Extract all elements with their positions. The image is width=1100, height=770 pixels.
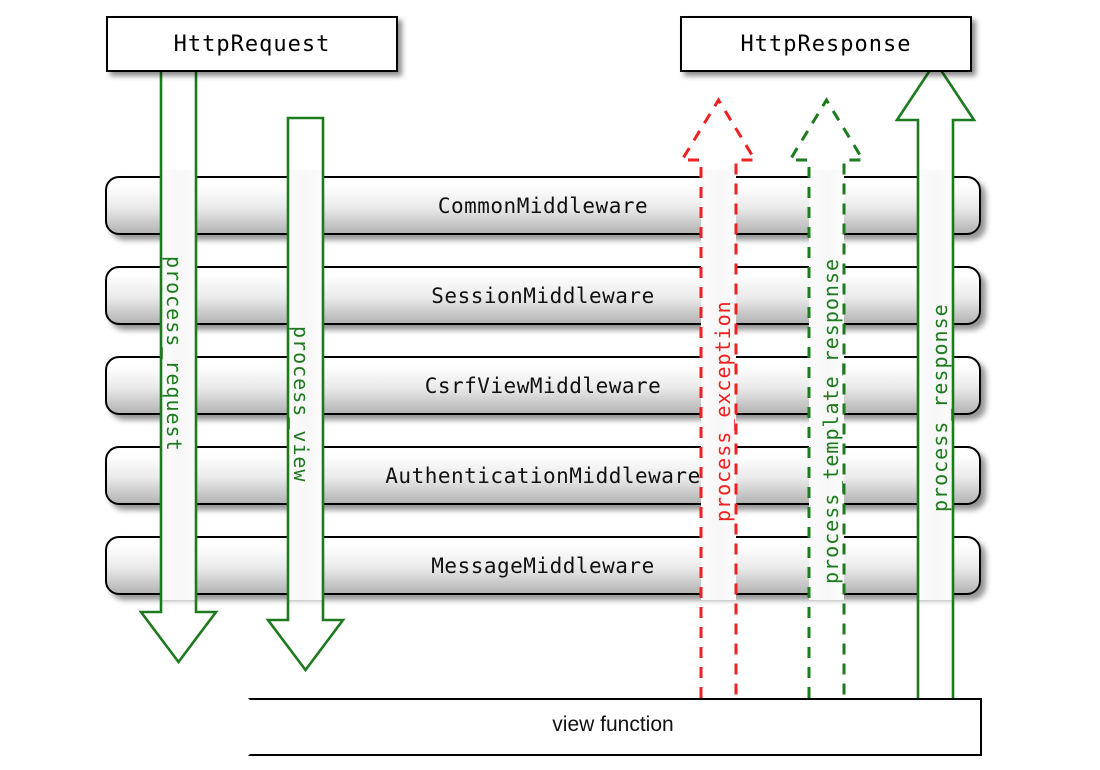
http-response-label: HttpResponse xyxy=(740,31,912,57)
http-response-box: HttpResponse xyxy=(680,16,972,72)
flow-label-process-request: process_request xyxy=(162,256,186,452)
middleware-label: AuthenticationMiddleware xyxy=(385,463,701,488)
middleware-label: SessionMiddleware xyxy=(431,283,655,308)
view-function-banner: view function xyxy=(248,698,982,756)
flow-label-process-response: process_response xyxy=(928,303,952,512)
arrow-process-request xyxy=(138,68,219,665)
view-function-shape xyxy=(248,698,982,756)
arrow-process-exception xyxy=(679,97,758,698)
flow-label-process-view: process_view xyxy=(289,326,313,483)
middleware-label: MessageMiddleware xyxy=(431,553,655,578)
middleware-label: CommonMiddleware xyxy=(437,193,649,218)
flow-channel-process-template-response xyxy=(809,170,844,600)
flow-channel-process-response xyxy=(918,170,953,600)
flow-channel-process-request xyxy=(161,170,196,600)
flow-label-process-exception: process_exception xyxy=(711,300,735,522)
http-request-label: HttpRequest xyxy=(173,31,331,57)
arrow-process-view xyxy=(265,116,346,673)
flow-label-process-template-response: process_template_response xyxy=(819,257,843,584)
middleware-label: CsrfViewMiddleware xyxy=(424,373,662,398)
arrow-process-template-response xyxy=(787,97,866,698)
http-request-box: HttpRequest xyxy=(106,16,398,72)
flow-channel-process-exception xyxy=(701,170,736,600)
view-function-label: view function xyxy=(552,713,674,736)
flow-channel-process-view xyxy=(288,170,323,600)
